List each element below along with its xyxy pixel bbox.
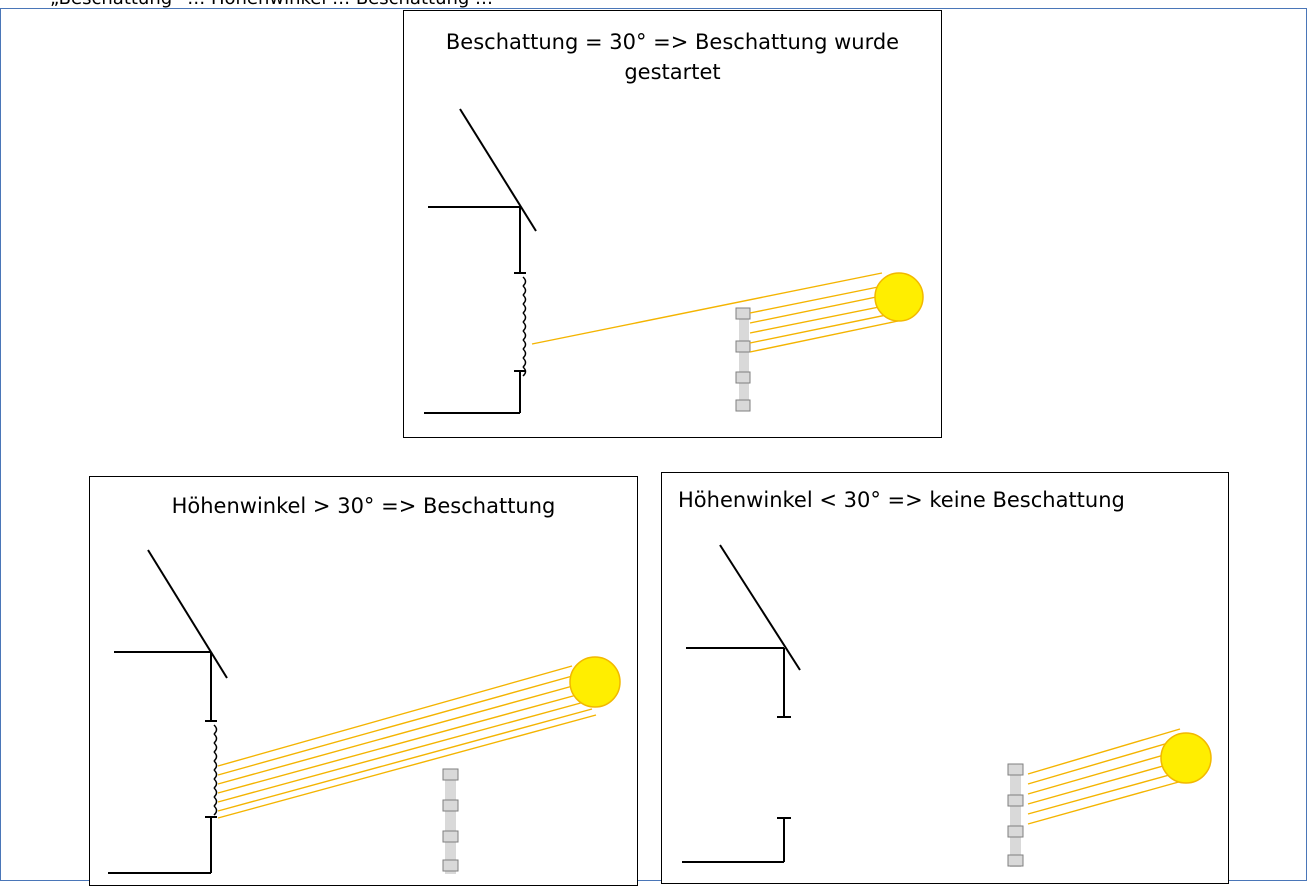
blind-slat bbox=[522, 339, 527, 350]
pole-icon bbox=[442, 768, 459, 874]
sun-icon bbox=[569, 656, 621, 708]
blind-slat bbox=[522, 348, 527, 359]
panel-bottom-right-title: Höhenwinkel < 30° => keine Beschattung bbox=[678, 488, 1125, 512]
panel-bottom-right: Höhenwinkel < 30° => keine Beschattung bbox=[661, 472, 1229, 884]
panel-bottom-left-title: Höhenwinkel > 30° => Beschattung bbox=[171, 494, 556, 518]
blind-slat bbox=[522, 330, 527, 341]
house-outline-icon bbox=[108, 549, 228, 874]
sun-rays bbox=[217, 665, 597, 819]
sun-icon bbox=[1160, 732, 1212, 784]
house-outline-icon bbox=[682, 544, 801, 863]
blind-slat bbox=[213, 778, 218, 789]
header-cut-text: „Beschattung“ … Höhenwinkel … Beschattun… bbox=[50, 0, 493, 9]
sun-icon bbox=[874, 272, 924, 322]
panel-top-title-line2: gestartet bbox=[624, 60, 721, 84]
panel-top: Beschattung = 30° => Beschattung wurde g… bbox=[403, 10, 942, 438]
blind-slat bbox=[213, 751, 218, 762]
blind-slat bbox=[522, 312, 527, 323]
pole-icon bbox=[1007, 763, 1024, 867]
blind-slat bbox=[522, 321, 527, 332]
blind-slat bbox=[213, 787, 218, 798]
blind-icon bbox=[213, 724, 218, 816]
blind-slat bbox=[522, 294, 527, 305]
blind-slat bbox=[213, 733, 218, 744]
blind-slat bbox=[213, 796, 218, 807]
figure-frame bbox=[0, 8, 1307, 881]
blind-slat bbox=[213, 769, 218, 780]
blind-slat bbox=[213, 760, 218, 771]
blind-slat bbox=[213, 742, 218, 753]
blind-slat bbox=[522, 366, 527, 377]
sun-rays bbox=[1027, 728, 1194, 825]
sun-rays bbox=[531, 272, 899, 353]
blind-slat bbox=[213, 805, 218, 816]
scene-bottom-right bbox=[682, 544, 1212, 867]
blind-slat bbox=[522, 357, 527, 368]
scene-bottom-left bbox=[108, 549, 621, 874]
house-outline-icon bbox=[424, 108, 537, 414]
blind-slat bbox=[213, 724, 218, 735]
panel-top-title-line1: Beschattung = 30° => Beschattung wurde bbox=[445, 30, 900, 54]
scene-top bbox=[424, 108, 924, 414]
panel-bottom-left: Höhenwinkel > 30° => Beschattung bbox=[89, 476, 638, 886]
pole-icon bbox=[735, 307, 751, 412]
blind-slat bbox=[522, 276, 527, 287]
blind-slat bbox=[522, 285, 527, 296]
blind-icon bbox=[522, 276, 527, 377]
blind-slat bbox=[522, 303, 527, 314]
